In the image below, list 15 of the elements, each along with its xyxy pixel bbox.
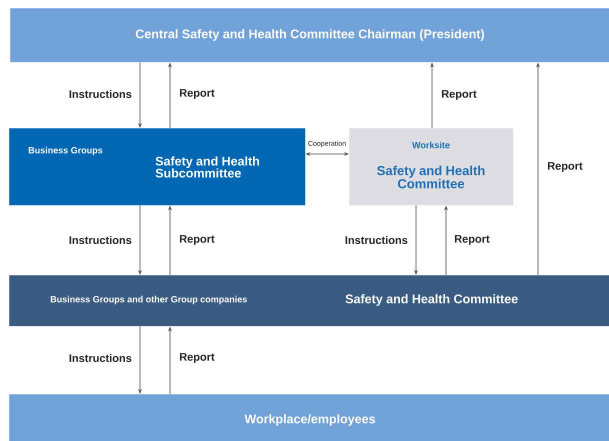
header-band: Central Safety and Health Committee Chairman (President) <box>10 8 609 62</box>
workplace-band: Workplace/employees <box>9 394 609 441</box>
committee-band: Business Groups and other Group companies Safety and Health Committee <box>9 275 609 326</box>
edge-label: Instructions <box>70 236 132 244</box>
committee-box: Worksite Safety and Health Committee <box>349 128 514 206</box>
edge-label: Report <box>442 90 477 100</box>
edge-label: Report <box>180 89 214 99</box>
edge-label: Instructions <box>70 90 132 98</box>
subcommittee-box: Business Groups Safety and Health Subcommittee <box>9 128 306 206</box>
edge-label: Report <box>548 162 583 172</box>
edge-label: Instructions <box>346 236 408 244</box>
edge-label: Report <box>454 235 490 245</box>
edge-label: Instructions <box>70 354 132 362</box>
edge-label: Report <box>180 235 214 245</box>
edge-label: Report <box>180 353 214 363</box>
